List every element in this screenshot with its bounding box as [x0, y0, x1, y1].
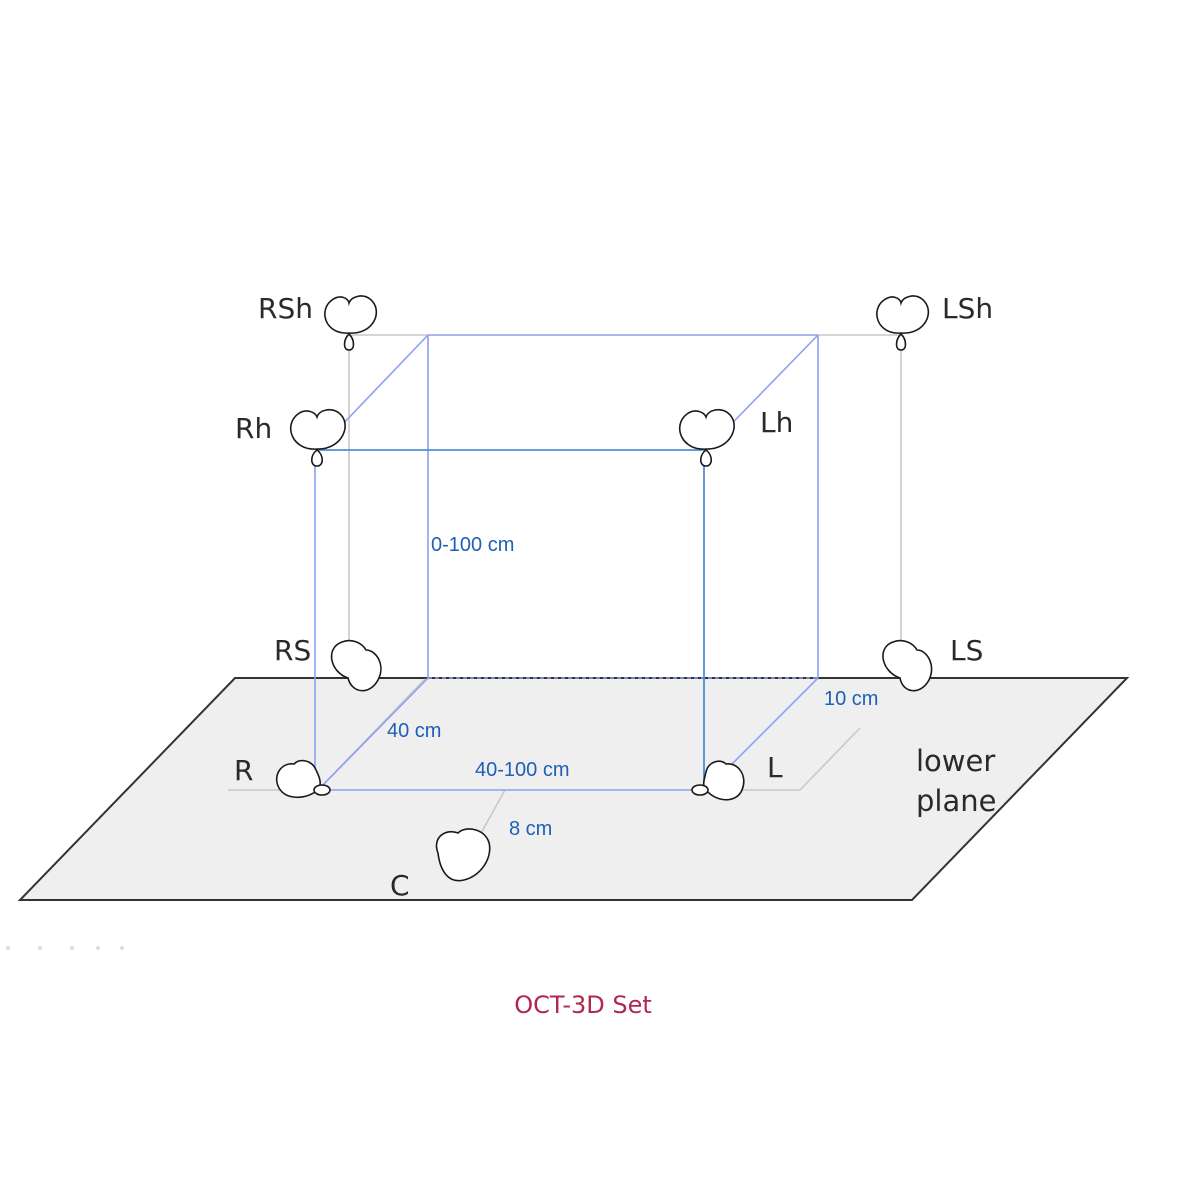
label-r: R	[234, 754, 253, 787]
dim-surround-offset: 10 cm	[824, 688, 878, 710]
mic-l-icon	[691, 760, 745, 801]
label-lsh: LSh	[942, 292, 993, 325]
mic-ls-icon	[882, 639, 933, 692]
mic-lsh-icon	[876, 295, 930, 351]
label-c: C	[390, 869, 410, 902]
mic-rsh-icon	[324, 295, 378, 351]
mic-rs-icon	[330, 639, 382, 692]
label-ls: LS	[950, 634, 983, 667]
mic-c-icon	[435, 828, 491, 882]
plane-label-line1: lower	[916, 744, 995, 778]
label-rsh: RSh	[258, 292, 313, 325]
dim-width: 40-100 cm	[475, 759, 570, 781]
label-l: L	[767, 751, 783, 784]
decorative-dots	[6, 946, 124, 950]
rear-frame	[317, 334, 819, 791]
mic-lh-icon	[678, 408, 735, 467]
mic-rh-icon	[289, 408, 346, 467]
figure-caption: OCT-3D Set	[514, 991, 652, 1019]
dim-height: 0-100 cm	[431, 534, 514, 556]
mic-r-icon	[275, 759, 331, 799]
front-frame	[314, 449, 706, 791]
plane-label-line2: plane	[916, 784, 996, 818]
label-lh: Lh	[760, 406, 793, 439]
label-rs: RS	[274, 634, 311, 667]
dim-center-offset: 8 cm	[509, 818, 552, 840]
dim-depth-front: 40 cm	[387, 720, 441, 742]
upper-guides	[348, 334, 902, 640]
label-rh: Rh	[235, 412, 272, 445]
lower-plane	[17, 677, 1130, 901]
